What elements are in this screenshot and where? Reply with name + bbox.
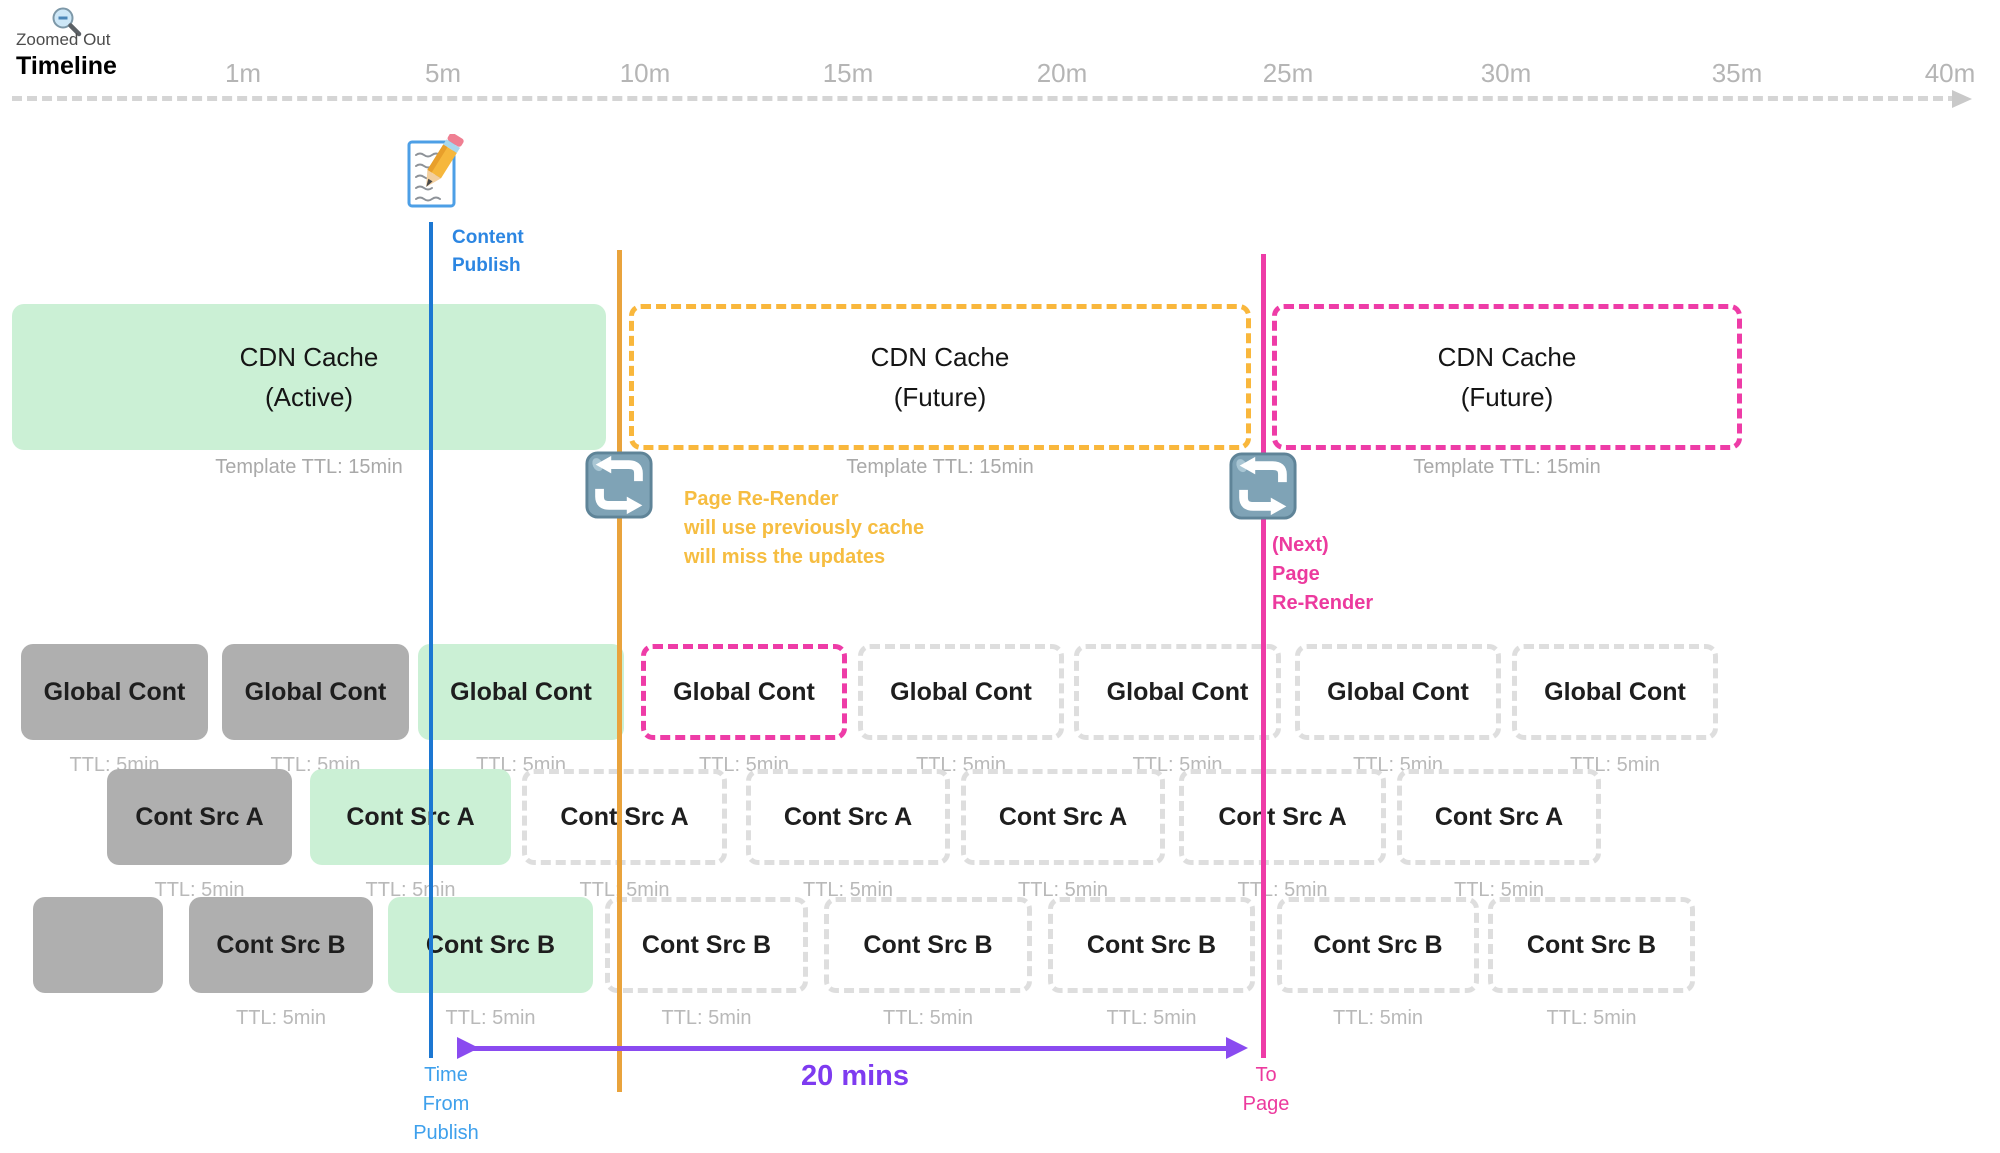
cdn-cache-subtitle: (Future) <box>893 382 987 412</box>
page-rerender-note-line1: Page Re-Render <box>684 488 839 510</box>
content-publish-line <box>429 222 433 1058</box>
page-rerender-note-line3: will miss the updates <box>684 546 886 568</box>
cdn-cache-future-orange-box: CDN Cache (Future) <box>629 304 1251 450</box>
to-page-label: To Page <box>1211 1061 1321 1119</box>
page-rerender-note-line2: will use previously cache <box>684 517 925 539</box>
cont-src-b-box: Cont Src B <box>1277 897 1479 993</box>
from-label-line3: Publish <box>413 1122 479 1144</box>
tick-10m: 10m <box>619 58 671 88</box>
template-ttl-label: Template TTL: 15min <box>1413 456 1601 478</box>
cdn-cache-active-box: CDN Cache (Active) <box>12 304 606 450</box>
cont-src-a-box: Cont Src A <box>746 769 950 865</box>
timeline-arrowhead-icon <box>1952 90 1972 108</box>
timeline-title: Timeline <box>16 52 117 80</box>
ttl-label: TTL: 5min <box>1106 1007 1197 1029</box>
to-label-line2: Page <box>1242 1093 1290 1115</box>
tick-25m: 25m <box>1262 58 1314 88</box>
refresh-arrows-icon <box>584 450 654 520</box>
global-cont-box: Global Cont <box>1295 644 1501 740</box>
time-from-publish-label: Time From Publish <box>391 1061 501 1148</box>
ttl-label: TTL: 5min <box>235 1007 327 1029</box>
global-cont-box: Global Cont <box>1074 644 1281 740</box>
global-cont-box: Global Cont <box>418 644 624 740</box>
ttl-label: TTL: 5min <box>802 879 894 901</box>
cont-src-a-box: Cont Src A <box>961 769 1165 865</box>
cont-src-b-box: Cont Src B <box>605 897 808 993</box>
content-publish-label: Content Publish <box>452 224 524 280</box>
cdn-cache-title: CDN Cache <box>239 342 379 372</box>
next-page-rerender-line <box>1261 254 1266 1058</box>
duration-arrow-end-head <box>1226 1037 1248 1059</box>
tick-35m: 35m <box>1711 58 1763 88</box>
ttl-label: TTL: 5min <box>1453 879 1545 901</box>
tick-15m: 15m <box>822 58 874 88</box>
ttl-label: TTL: 5min <box>1332 1007 1424 1029</box>
cont-src-b-box: Cont Src B <box>189 897 373 993</box>
from-label-line1: Time <box>424 1064 468 1086</box>
content-publish-line2: Publish <box>452 255 521 276</box>
from-label-line2: From <box>422 1093 470 1115</box>
template-ttl-label: Template TTL: 15min <box>215 456 403 478</box>
page-rerender-line <box>617 250 622 1092</box>
page-rerender-note: Page Re-Render will use previously cache… <box>684 485 924 572</box>
ttl-label: TTL: 5min <box>445 1007 536 1029</box>
global-cont-box: Global Cont <box>858 644 1064 740</box>
ttl-label: TTL: 5min <box>1546 1007 1637 1029</box>
cdn-cache-subtitle: (Future) <box>1460 382 1554 412</box>
cont-src-b-box <box>33 897 163 993</box>
template-ttl-label: Template TTL: 15min <box>846 456 1034 478</box>
timeline-axis <box>12 96 1958 101</box>
ttl-label: TTL: 5min <box>579 879 670 901</box>
global-cont-box: Global Cont <box>1512 644 1718 740</box>
cont-src-a-box: Cont Src A <box>310 769 511 865</box>
tick-1m: 1m <box>224 58 262 88</box>
zoomed-out-label: Zoomed Out <box>16 30 111 49</box>
cont-src-a-box: Cont Src A <box>107 769 292 865</box>
next-rerender-note-line3: Re-Render <box>1272 592 1374 614</box>
cont-src-b-box: Cont Src B <box>1048 897 1255 993</box>
to-label-line1: To <box>1255 1064 1277 1086</box>
content-publish-line1: Content <box>452 227 524 248</box>
duration-label: 20 mins <box>801 1060 909 1092</box>
global-cont-box: Global Cont <box>641 644 847 740</box>
cdn-cache-title: CDN Cache <box>870 342 1010 372</box>
ttl-label: TTL: 5min <box>661 1007 752 1029</box>
ttl-label: TTL: 5min <box>154 879 245 901</box>
global-cont-box: Global Cont <box>222 644 409 740</box>
refresh-arrows-icon <box>1228 451 1298 521</box>
cdn-cache-subtitle: (Active) <box>264 382 354 412</box>
cdn-cache-title: CDN Cache <box>1437 342 1577 372</box>
cont-src-b-box: Cont Src B <box>1488 897 1695 993</box>
cont-src-a-box: Cont Src A <box>522 769 727 865</box>
next-rerender-note-line1: (Next) <box>1272 534 1329 556</box>
tick-40m: 40m <box>1924 58 1976 88</box>
cont-src-a-box: Cont Src A <box>1179 769 1386 865</box>
magnifier-zoom-out-icon <box>50 5 84 39</box>
global-cont-box: Global Cont <box>21 644 208 740</box>
duration-arrow <box>470 1046 1234 1051</box>
cont-src-b-box: Cont Src B <box>824 897 1032 993</box>
cdn-cache-future-pink-box: CDN Cache (Future) <box>1272 304 1742 450</box>
next-rerender-note-line2: Page <box>1272 563 1320 585</box>
ttl-label: TTL: 5min <box>882 1007 974 1029</box>
tick-5m: 5m <box>424 58 462 88</box>
memo-pencil-icon <box>406 134 468 210</box>
ttl-label: TTL: 5min <box>1237 879 1328 901</box>
ttl-label: TTL: 5min <box>365 879 456 901</box>
tick-30m: 30m <box>1480 58 1532 88</box>
next-page-rerender-note: (Next) Page Re-Render <box>1272 531 1373 618</box>
ttl-label: TTL: 5min <box>1017 879 1109 901</box>
duration-arrow-start-head <box>457 1037 479 1059</box>
cont-src-b-box: Cont Src B <box>388 897 593 993</box>
cont-src-a-box: Cont Src A <box>1397 769 1601 865</box>
tick-20m: 20m <box>1036 58 1088 88</box>
